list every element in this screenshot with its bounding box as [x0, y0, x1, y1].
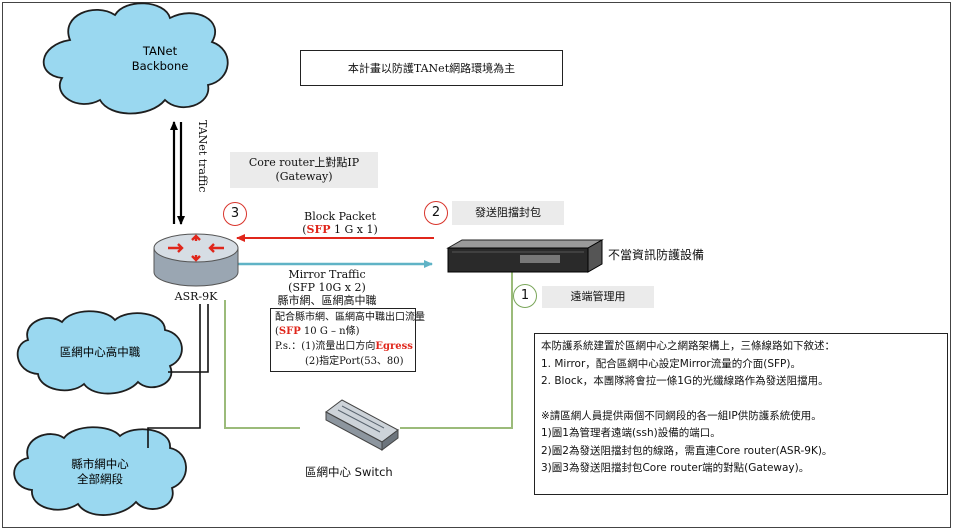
county-line2: 全部網段: [77, 472, 123, 486]
mirror-detail-rest: 10 G – n條): [300, 326, 360, 337]
router-switch-link: [224, 300, 300, 429]
badge-1: 1: [513, 284, 537, 308]
router-icon: [153, 233, 239, 287]
mirror-detail-ps: P.s.：(1)流量出口方向: [275, 341, 376, 352]
switch-label: 區網中心 Switch: [305, 465, 393, 479]
mirror-detail-line4: (2)指定Port(53、80): [305, 356, 404, 367]
info-line: [541, 391, 941, 408]
tanet-backbone-cloud: [42, 2, 229, 115]
county-cloud: [13, 426, 187, 516]
mirror-detail-sfp: SFP: [278, 326, 301, 337]
switch-icon: [325, 399, 399, 451]
mirror-traffic-label: Mirror Traffic (SFP 10G x 2) 縣市網、區網高中職: [262, 268, 392, 307]
block-packet-sfp: SFP: [306, 223, 331, 236]
mirror-detail-line1: 配合縣市網、區網高中職出口流量: [275, 312, 425, 323]
county-cloud-label: 縣市網中心 全部網段: [40, 457, 160, 487]
school-cloud: [16, 310, 183, 395]
info-line: 2)圖2為發送阻擋封包的線路，需直連Core router(ASR-9K)。: [541, 444, 833, 457]
info-line: 1)圖1為管理者遠端(ssh)設備的端口。: [541, 427, 721, 439]
badge-3: 3: [223, 202, 247, 226]
router-label: ASR-9K: [174, 290, 218, 303]
mirror-detail-line3: P.s.：(1)流量出口方向Egress: [275, 340, 413, 353]
county-line1: 縣市網中心: [71, 457, 129, 471]
mirror-detail-box: 配合縣市網、區網高中職出口流量 (SFP 10 G – n條) P.s.：(1)…: [270, 308, 425, 372]
info-line: 2. Block，本團隊將會拉一條1G的光纖線路作為發送阻擋用。: [541, 375, 829, 387]
badge-2: 2: [424, 201, 448, 225]
info-box: 本防護系統建置於區網中心之網路架構上，三條線路如下敘述： 1. Mirror，配…: [534, 333, 948, 495]
info-line: ※請區網人員提供兩個不同網段的各一組IP供防護系統使用。: [541, 409, 822, 422]
security-appliance-icon: [446, 239, 604, 273]
switch-device-link: [400, 272, 513, 429]
core-router-line2: (Gateway): [275, 170, 333, 183]
mgmt-box-text: 遠端管理用: [570, 290, 626, 303]
block-packet-rest: 1 G x 1): [330, 223, 378, 236]
backbone-line1: TANet: [142, 44, 178, 58]
mirror-line3: 縣市網、區網高中職: [277, 294, 377, 307]
mirror-detail-paren: (: [275, 326, 279, 337]
title-box: 本計畫以防護TANet網路環境為主: [300, 50, 563, 86]
title-text: 本計畫以防護TANet網路環境為主: [347, 62, 516, 75]
mirror-detail-egress: Egress: [375, 341, 413, 352]
mirror-line2: (SFP 10G x 2): [288, 281, 366, 294]
info-line: 本防護系統建置於區網中心之網路架構上，三條線路如下敘述：: [541, 340, 835, 352]
core-router-line1: Core router上對點IP: [248, 156, 360, 169]
device-label: 不當資訊防護設備: [608, 248, 705, 262]
mgmt-box: 遠端管理用: [542, 286, 654, 308]
school-cloud-label: 區網中心高中職: [59, 345, 141, 359]
mirror-detail-line2: (SFP 10 G – n條): [275, 325, 360, 338]
block-box: 發送阻擋封包: [452, 201, 564, 225]
block-packet-line1: Block Packet: [304, 210, 376, 223]
block-box-text: 發送阻擋封包: [475, 206, 541, 219]
tanet-traffic-label: TANet traffic: [196, 120, 209, 193]
core-router-note: Core router上對點IP (Gateway): [230, 152, 378, 188]
info-line: 1. Mirror，配合區網中心設定Mirror流量的介面(SFP)。: [541, 357, 801, 370]
block-packet-label: Block Packet (SFP 1 G x 1): [290, 210, 390, 236]
block-packet-line2: (SFP 1 G x 1): [290, 223, 390, 236]
info-line: 3)圖3為發送阻擋封包Core router端的對點(Gateway)。: [541, 462, 810, 474]
router-county-link: [147, 304, 201, 448]
backbone-line2: Backbone: [131, 59, 189, 73]
block-packet-paren: (: [302, 223, 307, 236]
mirror-line1: Mirror Traffic: [288, 268, 366, 281]
backbone-cloud-label: TANet Backbone: [110, 44, 210, 74]
router-school-link: [168, 304, 209, 373]
